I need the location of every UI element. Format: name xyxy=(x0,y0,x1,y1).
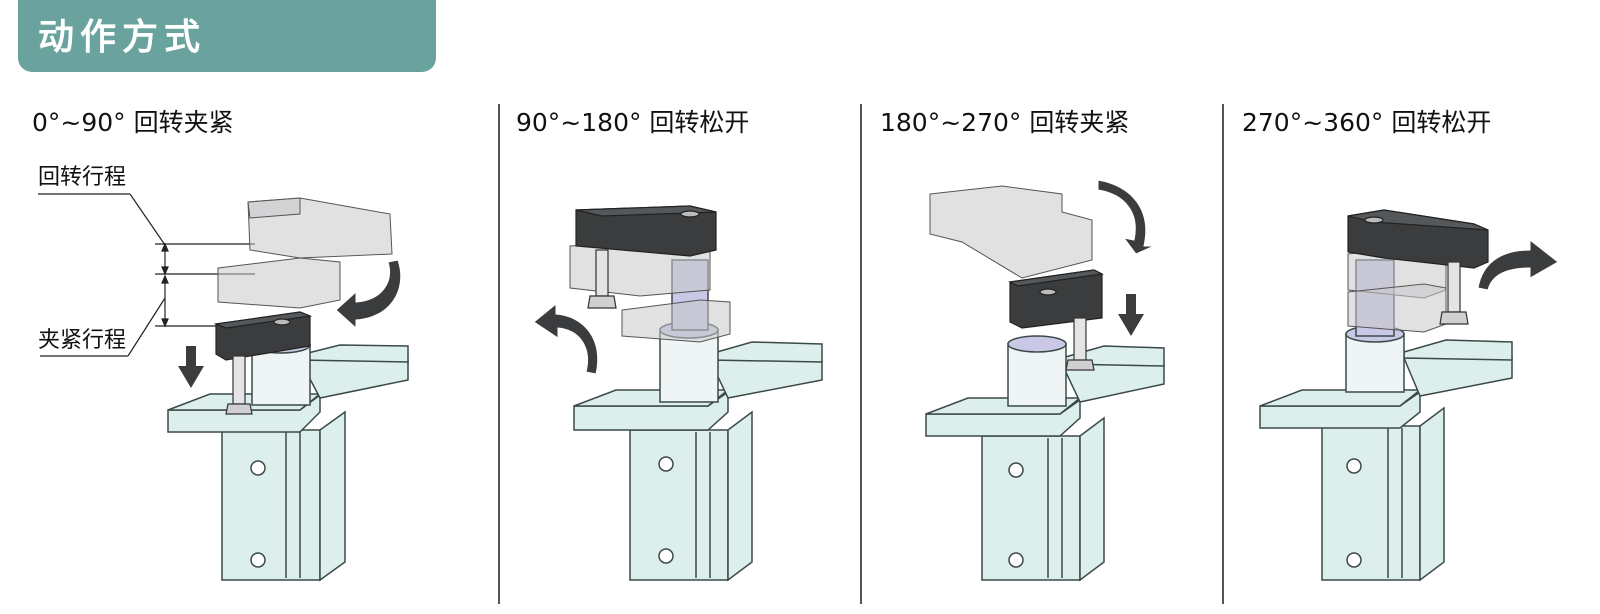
clamp-bolt xyxy=(587,249,617,309)
ghost-arm-middle xyxy=(217,257,341,309)
cylinder-body xyxy=(629,410,753,582)
rotate-release-arrow-icon xyxy=(533,302,599,375)
clamp-diagram-2 xyxy=(533,205,823,582)
panel-divider xyxy=(1222,104,1224,604)
rotate-clamp-arrow-icon xyxy=(1097,179,1155,255)
panel-divider xyxy=(860,104,862,604)
clamp-arm xyxy=(575,205,717,257)
clamp-bolt xyxy=(225,355,253,415)
cylinder-body xyxy=(981,416,1105,582)
cylinder-body xyxy=(221,410,346,582)
section-header: 动作方式 xyxy=(18,0,436,72)
rotation-stroke-label: 回转行程 xyxy=(38,165,127,190)
ghost-arm-upper xyxy=(247,197,393,259)
ghost-arm xyxy=(929,185,1093,279)
down-arrow-icon xyxy=(1118,294,1144,336)
panel-title-4: 270°~360° 回转松开 xyxy=(1242,108,1492,137)
cylinder-body xyxy=(1321,406,1445,582)
clamp-bolt xyxy=(1065,317,1095,371)
clamp-stroke-label: 夹紧行程 xyxy=(38,328,127,353)
rotate-clamp-arrow-icon xyxy=(335,259,402,330)
panel-divider xyxy=(498,104,500,604)
clamp-diagram-3 xyxy=(925,179,1165,582)
panel-title-2: 90°~180° 回转松开 xyxy=(516,108,750,137)
section-title: 动作方式 xyxy=(38,17,207,58)
panel-title-3: 180°~270° 回转夹紧 xyxy=(880,108,1130,137)
clamp-arm xyxy=(1347,209,1489,269)
clamp-arm xyxy=(1008,269,1104,329)
down-arrow-icon xyxy=(178,346,204,388)
rotate-release-arrow-icon xyxy=(1477,238,1559,291)
panel-title-1: 0°~90° 回转夹紧 xyxy=(32,108,234,137)
piston-rod xyxy=(1007,335,1067,407)
clamp-bolt xyxy=(1439,261,1469,325)
clamp-diagram-1 xyxy=(38,193,409,582)
clamp-diagram-4 xyxy=(1259,209,1559,582)
clamp-arm xyxy=(213,311,313,361)
